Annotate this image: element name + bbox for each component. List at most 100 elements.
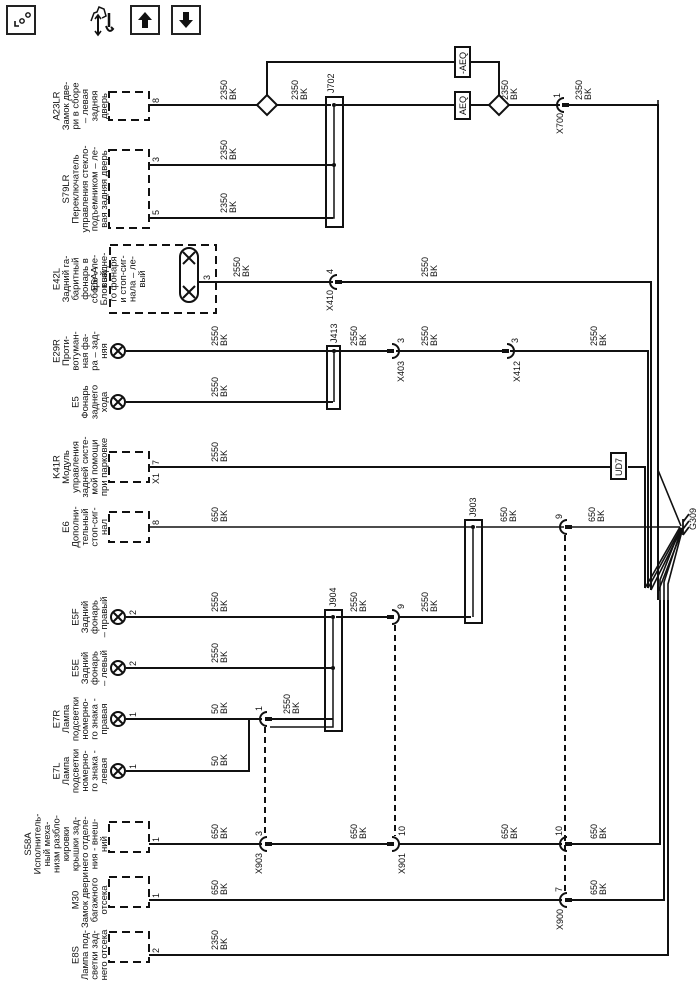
component-label-line: E5 bbox=[71, 396, 82, 408]
splice-diamond-right bbox=[487, 93, 511, 117]
component-label-line: вый bbox=[137, 270, 148, 287]
option-not-aeq[interactable]: -AEQ bbox=[454, 46, 471, 78]
connector-label-x410: X410 bbox=[325, 290, 335, 311]
component-box-e5aa[interactable] bbox=[109, 244, 217, 314]
component-box-a23lr[interactable] bbox=[108, 91, 150, 121]
component-label-line: кировки bbox=[61, 827, 72, 862]
component-label-line: E5E bbox=[71, 659, 82, 677]
splice-pack-j413[interactable] bbox=[326, 345, 341, 410]
component-label-line: Задний га- bbox=[61, 256, 72, 303]
wire-k41r-7[interactable] bbox=[149, 466, 646, 588]
pin-number: X1 bbox=[151, 473, 161, 484]
component-box-e8s[interactable] bbox=[108, 931, 150, 963]
option-ud7[interactable]: UD7 bbox=[610, 452, 627, 480]
component-box-s58a[interactable] bbox=[108, 821, 150, 853]
connector-x410[interactable] bbox=[329, 274, 342, 290]
component-box-k41r[interactable] bbox=[108, 451, 150, 483]
component-label-line: светки зад- bbox=[90, 930, 101, 979]
component-label-line: Блок задне- bbox=[99, 253, 110, 306]
wire-color: BK bbox=[219, 938, 229, 950]
wire-aeq-bypass[interactable] bbox=[266, 61, 500, 100]
pin-number: 2 bbox=[128, 610, 138, 615]
connector-x900-pin10[interactable] bbox=[559, 836, 572, 852]
wire-e8s[interactable] bbox=[149, 600, 669, 956]
component-box-m30[interactable] bbox=[108, 876, 150, 908]
tools-button[interactable] bbox=[88, 3, 128, 37]
wire-x700-ground[interactable] bbox=[504, 104, 659, 600]
lamp-icon-e29r[interactable] bbox=[110, 343, 126, 359]
component-label-line: вая задняя дверь bbox=[99, 150, 110, 227]
wire-m30[interactable] bbox=[149, 600, 665, 901]
wire-color: BK bbox=[509, 88, 519, 100]
page-down-button[interactable] bbox=[171, 5, 201, 35]
connector-e7r-pin1[interactable] bbox=[259, 711, 272, 727]
e5aa-bulb-capsule bbox=[179, 247, 199, 303]
splice-pack-j903[interactable] bbox=[464, 519, 483, 624]
connector-x901-pin10[interactable] bbox=[387, 836, 400, 852]
wire-color: BK bbox=[219, 754, 229, 766]
wire-color: BK bbox=[358, 827, 368, 839]
loc-button[interactable] bbox=[6, 5, 36, 35]
pin-number: 8 bbox=[151, 98, 161, 103]
wire-color: BK bbox=[596, 510, 606, 522]
component-label-line: – левый bbox=[99, 650, 110, 686]
lamp-icon-e5f[interactable] bbox=[110, 609, 126, 625]
wire-e29r[interactable] bbox=[126, 350, 649, 588]
wire-e7l[interactable] bbox=[126, 719, 250, 772]
pin-number: 9 bbox=[554, 514, 564, 519]
component-label-line: номерно- bbox=[80, 750, 91, 791]
connector-x900-pin9[interactable] bbox=[559, 519, 572, 535]
component-label-line: нал bbox=[99, 519, 110, 535]
component-label-line: вый bbox=[99, 270, 110, 287]
wire-color: BK bbox=[583, 88, 593, 100]
connector-x412[interactable] bbox=[502, 343, 515, 359]
component-label-line: го знака - bbox=[90, 750, 101, 792]
wire-color: BK bbox=[228, 201, 238, 213]
lamp-icon-e7r[interactable] bbox=[110, 711, 126, 727]
component-label-line: дверь bbox=[99, 93, 110, 119]
component-label-line: ри в сборе bbox=[71, 83, 82, 130]
component-box-s79lr[interactable] bbox=[108, 149, 150, 229]
wire-color: BK bbox=[429, 334, 439, 346]
component-label-line: управления bbox=[71, 441, 82, 493]
lamp-icon-e7l[interactable] bbox=[110, 763, 126, 779]
wire-s58a[interactable] bbox=[149, 600, 661, 845]
component-label-line: задняя bbox=[90, 91, 101, 122]
pin-number: 2 bbox=[128, 661, 138, 666]
splice-pack-j904[interactable] bbox=[270, 609, 343, 732]
component-label-line: правая bbox=[99, 703, 110, 734]
lamp-icon-e5e[interactable] bbox=[110, 660, 126, 676]
connector-x403[interactable] bbox=[387, 343, 400, 359]
connector-x901-pin9[interactable] bbox=[387, 609, 400, 625]
wire-gauge: 2550 bbox=[349, 592, 359, 612]
arrow-up-icon bbox=[138, 12, 152, 28]
wrench-arrows-icon bbox=[90, 6, 115, 37]
loc-icon bbox=[14, 12, 31, 27]
connector-x900-pin7[interactable] bbox=[559, 892, 572, 908]
connector-x700[interactable] bbox=[556, 97, 569, 113]
wire-gauge: 650 bbox=[499, 507, 509, 522]
connector-x903[interactable] bbox=[259, 836, 272, 852]
component-label-line: Модуль bbox=[61, 450, 72, 484]
component-label-line: ра – зад- bbox=[90, 331, 101, 370]
option-aeq[interactable]: AEQ bbox=[454, 91, 471, 120]
lamp-icon-e5[interactable] bbox=[110, 394, 126, 410]
pin-number: 1 bbox=[254, 706, 264, 711]
page-up-button[interactable] bbox=[130, 5, 160, 35]
component-label-line: отсека bbox=[99, 885, 110, 915]
splice-pack-j702[interactable] bbox=[149, 96, 344, 228]
wire-e5aa-3[interactable] bbox=[198, 281, 652, 590]
wire-gauge: 2550 bbox=[210, 442, 220, 462]
component-box-e6[interactable] bbox=[108, 511, 150, 543]
component-label-line: E6 bbox=[61, 521, 72, 533]
